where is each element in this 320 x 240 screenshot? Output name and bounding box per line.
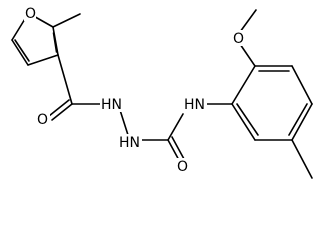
furan-oxygen-label: O [25, 6, 36, 22]
bond [57, 54, 73, 105]
bond [231, 103, 256, 141]
aryl-methyl-bond [291, 139, 313, 179]
benzene-ring [231, 65, 313, 141]
carbonyl-bond [171, 136, 185, 160]
bond [231, 65, 256, 105]
furan-methyl-bond [52, 13, 81, 28]
bond [14, 39, 30, 62]
atom-label-urea-o: O [176, 158, 190, 175]
bond [291, 65, 313, 105]
atom-label-methoxy-o: O [232, 30, 246, 47]
anilide-nh-label: HN [184, 97, 205, 113]
carbonyl-bond [48, 99, 70, 117]
chemical-structure-diagram: O O O O HN HN HN [11, 5, 313, 179]
bond [236, 103, 259, 136]
urea-oxygen-label: O [177, 159, 188, 175]
hydrazine-bond [119, 109, 129, 136]
bond [167, 113, 184, 141]
atom-label-amide-o: O [36, 111, 50, 128]
methoxy-bond [239, 43, 256, 67]
methoxy-methyl-bond [239, 9, 257, 33]
methoxy-oxygen-label: O [233, 31, 244, 47]
furan-ring [11, 13, 59, 66]
bond [11, 39, 29, 66]
atom-label-nh-1: HN [100, 96, 124, 113]
atom-label-furan-o: O [24, 5, 36, 22]
structure-canvas: O O O O HN HN HN [11, 5, 313, 179]
bond [27, 54, 59, 66]
bond [288, 103, 308, 136]
hydrazide-nh-label-2: HN [119, 135, 140, 151]
carbonyl-bond [51, 103, 73, 121]
bond [291, 103, 313, 141]
atom-label-nh-3: HN [183, 96, 207, 113]
atom-label-nh-2: HN [118, 134, 142, 151]
hydrazide-nh-label: HN [101, 97, 122, 113]
amide-oxygen-label: O [37, 112, 48, 128]
bond [52, 32, 58, 53]
